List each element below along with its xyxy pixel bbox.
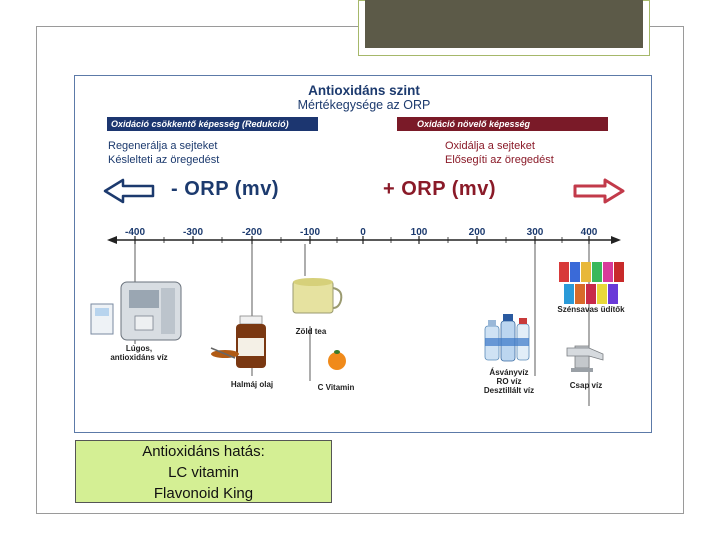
oil-bottle-icon: [210, 315, 266, 368]
faucet-icon: [566, 345, 604, 372]
tick-label: 0: [360, 227, 366, 238]
orp-figure: Antioxidáns szint Mértékegysége az ORP O…: [74, 75, 652, 433]
right-description-line: Elősegíti az öregedést: [445, 154, 554, 166]
corner-decoration-fill: [365, 0, 643, 48]
soft-drinks-icon: [559, 262, 624, 304]
item-label-vitamin-c: C Vitamin: [317, 383, 355, 392]
tick-label: -300: [182, 227, 204, 238]
item-label-line: RO víz: [496, 377, 522, 386]
left-description-line: Regenerálja a sejteket: [108, 140, 218, 152]
item-label-line: Desztillált víz: [483, 386, 535, 395]
tangerine-icon: [328, 350, 346, 370]
oxidation-bar: Oxidáció növelő képesség: [397, 117, 608, 131]
right-arrow-icon: [573, 178, 625, 204]
tick-label: 300: [526, 227, 544, 238]
orp-axis: [107, 236, 621, 244]
figure-subtitle: Mértékegysége az ORP: [297, 98, 431, 112]
water-ionizer-icon: [90, 281, 182, 341]
item-label-green-tea: Zöld tea: [295, 327, 327, 336]
tick-label: -100: [299, 227, 321, 238]
note-line: Antioxidáns hatás:: [142, 443, 265, 460]
item-label-mineral-water: Ásványvíz RO víz Desztillált víz: [484, 368, 534, 395]
tick-label: -400: [124, 227, 146, 238]
item-label-line: antioxidáns víz: [110, 353, 168, 362]
item-label-soft-drinks: Szénsavas üdítők: [557, 305, 625, 314]
tick-label: 200: [468, 227, 486, 238]
item-label-line: Ásványvíz: [489, 368, 529, 377]
left-arrow-icon: [103, 178, 155, 204]
item-label-alkaline-water: Lúgos, antioxidáns víz: [110, 344, 167, 362]
tick-label: -200: [241, 227, 263, 238]
water-bottles-icon: [484, 314, 530, 362]
item-label-oil: Halmáj olaj: [230, 380, 274, 389]
item-label-tap-water: Csap víz: [569, 381, 603, 390]
note-line: Flavonoid King: [153, 485, 254, 502]
item-label-line: Lúgos,: [125, 344, 153, 353]
reduction-bar: Oxidáció csökkentő képesség (Redukció): [107, 117, 318, 131]
negative-orp-label: - ORP (mv): [171, 178, 279, 200]
green-tea-icon: [292, 278, 343, 314]
figure-title: Antioxidáns szint: [308, 83, 420, 98]
note-line: LC vitamin: [168, 464, 239, 481]
orp-figure-graphics: [90, 178, 625, 406]
right-description-line: Oxidálja a sejteket: [445, 140, 535, 152]
antioxidant-note: Antioxidáns hatás: LC vitamin Flavonoid …: [75, 440, 332, 503]
tick-label: 400: [580, 227, 598, 238]
left-description-line: Késlelteti az öregedést: [108, 154, 220, 166]
positive-orp-label: + ORP (mv): [383, 178, 496, 200]
tick-label: 100: [410, 227, 428, 238]
